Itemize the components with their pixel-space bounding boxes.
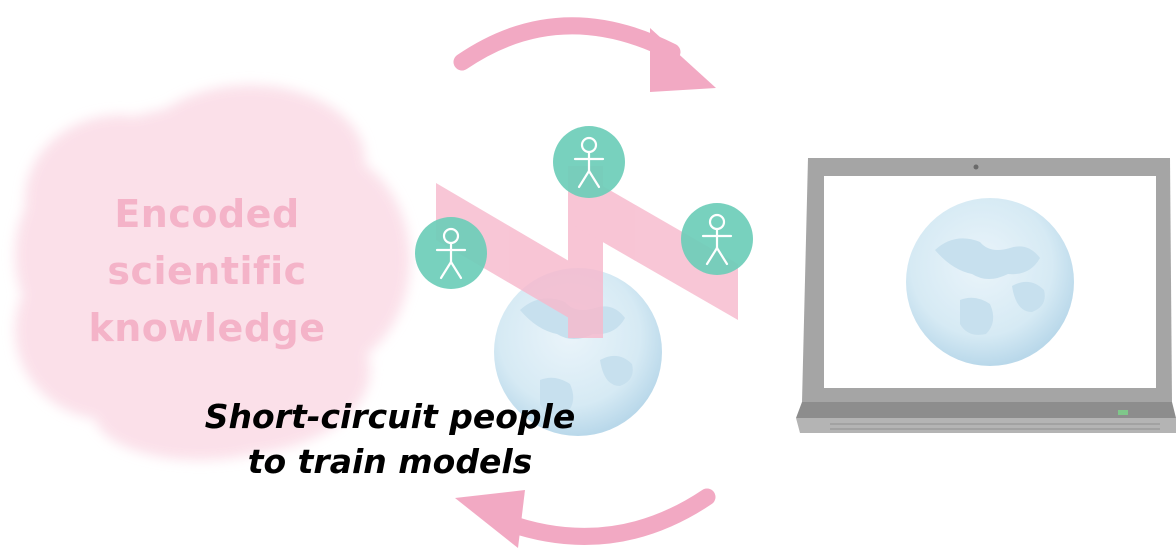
cloud-label: Encoded scientific knowledge [62,186,352,357]
laptop-screen-globe-icon [906,198,1074,366]
caption-line-1: Short-circuit people [204,397,576,436]
person-icon-left [415,217,487,289]
cloud-label-line-2: scientific [107,249,307,293]
knowledge-cloud [15,85,410,460]
cycle-arrow-top [453,17,716,92]
person-icon-top [553,126,625,198]
lightning-bolt-zigzag [436,166,738,338]
caption-line-2: to train models [247,442,533,481]
caption: Short-circuit people to train models [150,394,630,484]
laptop-icon [796,158,1176,433]
person-icon-right [681,203,753,275]
cycle-arrow-bottom [455,488,716,548]
cloud-label-line-3: knowledge [88,306,326,350]
cloud-label-line-1: Encoded [114,192,300,236]
